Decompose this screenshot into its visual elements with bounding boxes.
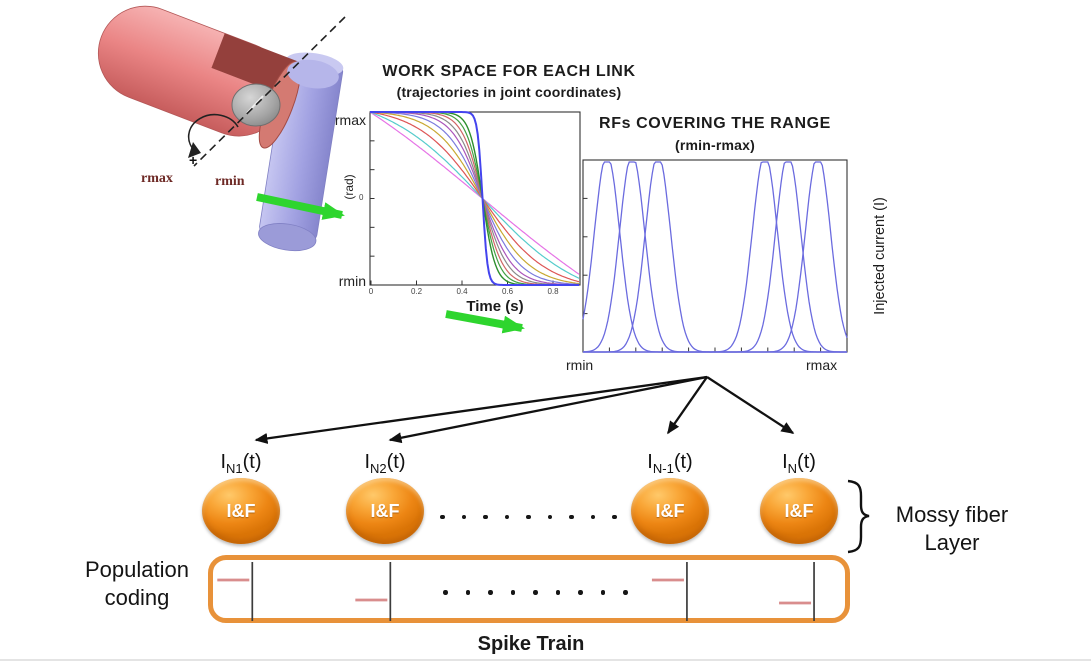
ellipsis-dot — [569, 514, 574, 520]
if-neuron-1: I&F — [202, 478, 280, 544]
population-coding-line1: Population — [85, 557, 189, 582]
workspace-ytick-rmin: rmin — [338, 273, 366, 289]
neuron-label-2: IN2(t) — [364, 451, 406, 476]
ellipsis-dot — [504, 514, 509, 520]
rf-xtick-rmin: rmin — [566, 357, 594, 373]
workspace-plot — [369, 111, 581, 286]
neuron-label-4: IN(t) — [782, 451, 816, 476]
ellipsis-dot — [510, 590, 515, 595]
rf-plot-ticks — [583, 197, 822, 352]
fan-arrow-1 — [254, 375, 708, 444]
ellipsis-dot — [440, 514, 445, 520]
workspace-ylabel: (rad) — [342, 174, 356, 200]
green-arrow-2 — [445, 310, 525, 334]
green-arrow-1 — [256, 193, 345, 220]
mossy-brace — [847, 479, 870, 554]
fan-arrow-3 — [667, 376, 708, 435]
mossy-fiber-label-line1: Mossy fiber — [895, 502, 1009, 527]
workspace-xtick-label: 0.4 — [456, 287, 468, 296]
spike-marks — [217, 562, 815, 621]
joint-blue-in-slot — [287, 59, 339, 89]
population-coding-line2: coding — [104, 585, 170, 610]
workspace-ytick-rmax: rmax — [334, 112, 366, 128]
population-coding-label: Population coding — [62, 556, 212, 612]
rf-gaussian-curves — [582, 161, 848, 353]
joint-red-link — [97, 5, 301, 149]
workspace-xtick-label: 0.2 — [410, 287, 423, 296]
ellipsis-dot — [578, 590, 583, 595]
workspace-plot-frame — [369, 111, 581, 286]
trajectory-curve-3 — [369, 111, 580, 283]
rf-plot-subtitle: (rmin-rmax) — [675, 137, 755, 153]
neuron-unit-3: IN-1(t) I&F — [610, 449, 730, 544]
rf-gaussian-6 — [583, 161, 848, 353]
neuron-unit-2: IN2(t) I&F — [325, 449, 445, 544]
neuron-ellipsis-dots — [440, 514, 634, 520]
fan-arrows — [254, 375, 795, 444]
ellipsis-dot — [461, 514, 466, 520]
neuron-label-3: IN-1(t) — [647, 451, 693, 476]
spike-train-label: Spike Train — [477, 633, 585, 655]
if-neuron-4: I&F — [760, 478, 838, 544]
neuron-unit-1: IN1(t) I&F — [181, 449, 301, 544]
workspace-xtick-label: 0.8 — [547, 287, 559, 296]
workspace-xtick-label: 0 — [368, 287, 374, 296]
neuron-label-1: IN1(t) — [220, 451, 262, 476]
ellipsis-dot — [555, 590, 560, 595]
ellipsis-dot — [590, 514, 595, 520]
spike-train-box — [208, 555, 850, 623]
rf-plot-title: RFs COVERING THE RANGE — [599, 115, 831, 132]
spike-box-ellipsis-dots — [443, 590, 646, 595]
ellipsis-dot — [526, 514, 531, 520]
mossy-fiber-label-line2: Layer — [924, 530, 980, 555]
joint-illustration — [97, 5, 346, 252]
trajectory-curve-1 — [369, 111, 580, 275]
joint-rmin-label: rmin — [215, 174, 245, 189]
neuron-unit-4: IN(t) I&F — [739, 449, 859, 544]
ellipsis-dot — [483, 514, 488, 520]
ellipsis-dot — [488, 590, 493, 595]
workspace-trajectory-curves — [369, 111, 580, 286]
joint-axis-dashed-line — [193, 16, 346, 167]
rf-plot — [582, 159, 848, 353]
trajectory-curve-4 — [369, 111, 580, 285]
trajectory-curve-2 — [369, 111, 580, 279]
rf-ylabel-right: Injected current (I) — [872, 197, 888, 315]
workspace-xtick-row: 0 0.2 0.4 0.6 0.8 — [368, 287, 580, 299]
ellipsis-dot — [443, 590, 448, 595]
fan-arrow-4 — [706, 376, 795, 434]
fan-arrow-2 — [388, 375, 708, 444]
ellipsis-dot — [600, 590, 605, 595]
joint-pin-disc — [231, 83, 281, 127]
workspace-xlabel: Time (s) — [466, 298, 524, 315]
ellipsis-dot — [623, 590, 628, 595]
joint-plus-sign: + — [189, 152, 198, 168]
trajectory-curve-5 — [370, 111, 580, 285]
mossy-fiber-label: Mossy fiber Layer — [872, 501, 1032, 557]
joint-rmax-label: rmax — [141, 171, 173, 186]
workspace-plot-title: WORK SPACE FOR EACH LINK — [382, 63, 636, 80]
rf-xtick-rmax: rmax — [806, 357, 838, 373]
workspace-xtick-label: 0.6 — [501, 287, 514, 296]
rotation-arc-arrowhead — [188, 142, 201, 158]
ellipsis-dot — [612, 514, 617, 520]
ellipsis-dot — [533, 590, 538, 595]
workspace-plot-subtitle: (trajectories in joint coordinates) — [396, 84, 622, 100]
rotation-arc — [187, 113, 239, 153]
workspace-ytick-zero: 0 — [359, 193, 364, 202]
trajectory-curve-11 — [370, 111, 579, 286]
ellipsis-dot — [465, 590, 470, 595]
ellipsis-dot — [547, 514, 552, 520]
if-neuron-3: I&F — [631, 478, 709, 544]
if-neuron-2: I&F — [346, 478, 424, 544]
